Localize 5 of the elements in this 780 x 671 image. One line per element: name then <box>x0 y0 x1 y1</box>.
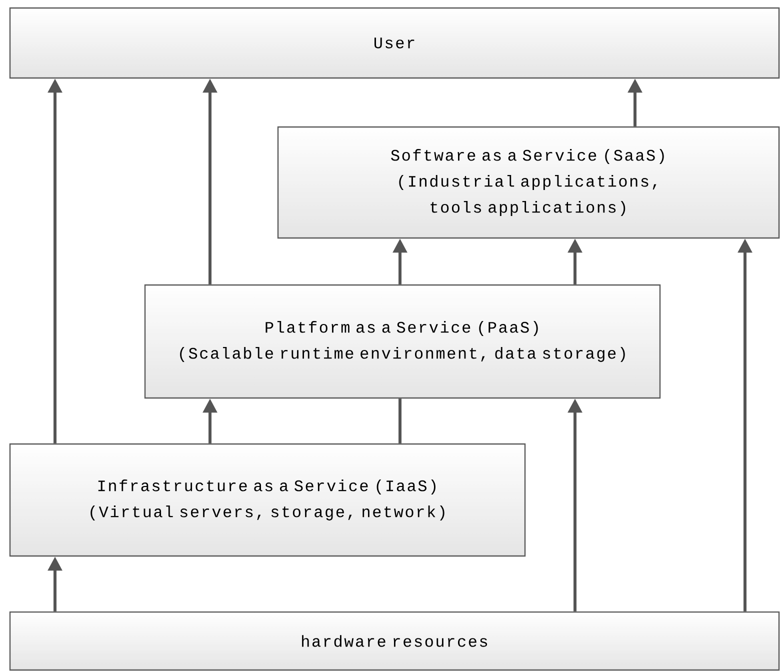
layer-box: Infrastructure as a Service (IaaS) (Virtual servers, storage, network) <box>9 443 526 557</box>
layer-box: Platform as a Service (PaaS) (Scalable runtime environment, data storage) <box>144 284 661 399</box>
user-box: User <box>9 7 780 79</box>
hardware-box: hardware resources <box>9 611 780 671</box>
layer-box: Software as a Service (SaaS) (Industrial applications, tools applications) <box>277 126 780 239</box>
